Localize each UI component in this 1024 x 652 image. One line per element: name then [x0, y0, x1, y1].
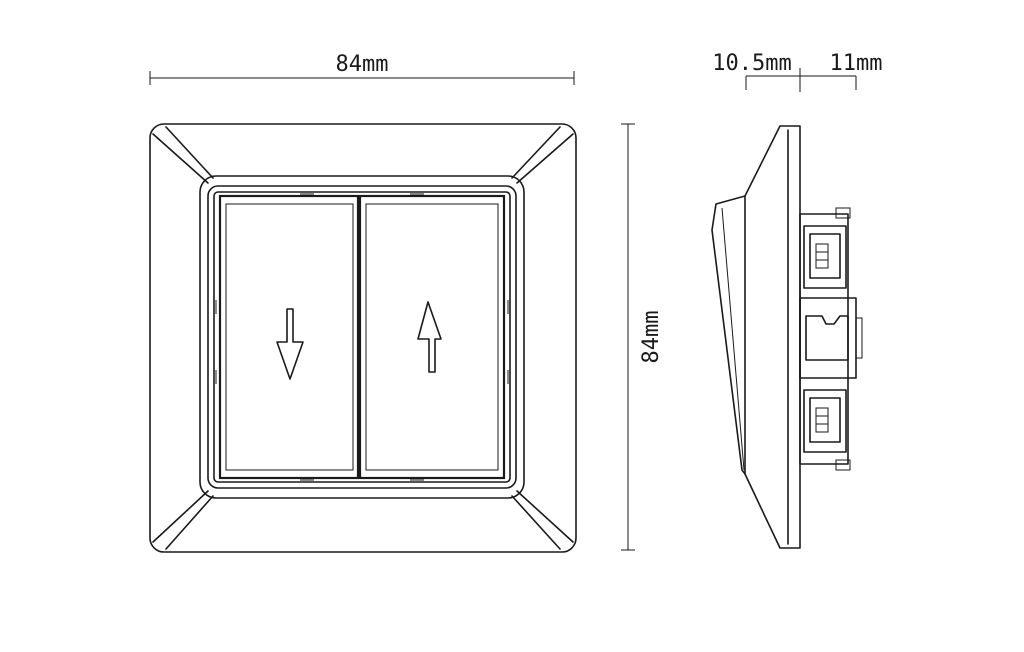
upper-terminal: [803, 225, 847, 289]
insert-bezel: [207, 185, 517, 489]
down-arrow-icon: [276, 308, 304, 380]
left-rocker: [218, 194, 360, 480]
side-view: 10.5mm 11mm: [711, 51, 882, 549]
height-label: 84mm: [639, 311, 664, 364]
width-label: 84mm: [336, 52, 389, 77]
centre-clip: [799, 297, 863, 379]
frame-bevel-lines: [152, 126, 574, 550]
depth-dimensions: 10.5mm 11mm: [712, 51, 882, 92]
rocker-profile: [711, 195, 746, 475]
insert-ticks: [215, 193, 509, 481]
front-view: 84mm: [149, 52, 577, 553]
frame-plate-profile: [744, 125, 801, 549]
outer-frame: [149, 123, 577, 553]
lower-terminal: [803, 389, 847, 453]
depth-front-label: 10.5mm: [712, 51, 791, 76]
up-arrow-icon: [417, 301, 442, 373]
mechanism-body: [799, 207, 863, 471]
right-rocker: [358, 194, 506, 480]
height-dimension: 84mm: [621, 123, 664, 551]
inner-frame: [199, 175, 525, 499]
depth-back-label: 11mm: [830, 51, 883, 76]
width-dimension: 84mm: [149, 52, 575, 85]
